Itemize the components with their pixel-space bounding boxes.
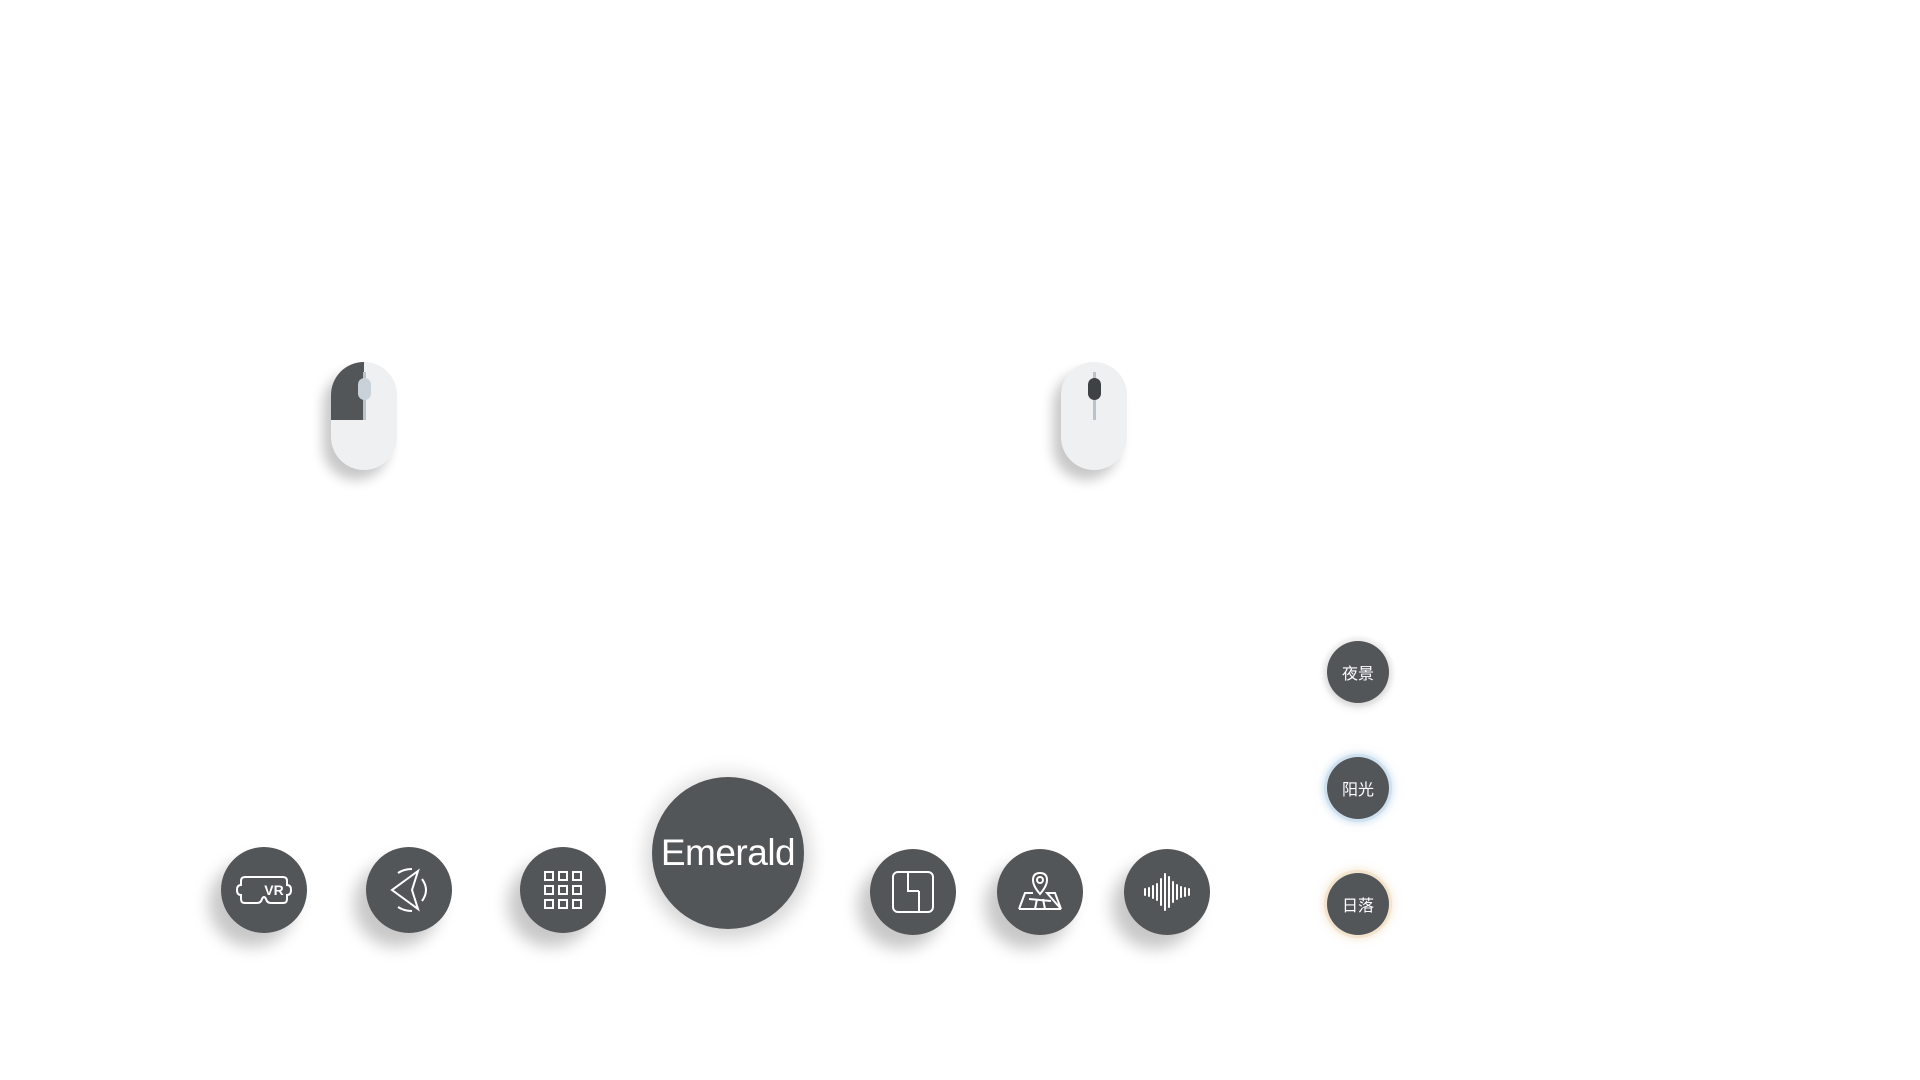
mouse-wheel-highlight bbox=[1088, 378, 1101, 400]
mode-night-button[interactable]: 夜景 bbox=[1327, 641, 1389, 703]
grid-menu-button[interactable] bbox=[520, 847, 606, 933]
sound-wave-icon bbox=[1144, 873, 1190, 911]
vr-button[interactable]: VR bbox=[221, 847, 307, 933]
mode-sunlight-label: 阳光 bbox=[1341, 780, 1374, 799]
mouse-scroll-icon bbox=[1061, 362, 1127, 470]
vr-headset-icon: VR bbox=[235, 876, 293, 904]
mode-sunlight-button[interactable]: 阳光 bbox=[1327, 757, 1389, 819]
navigation-button[interactable] bbox=[366, 847, 452, 933]
navigation-arrow-icon bbox=[390, 868, 427, 912]
floorplan-button[interactable] bbox=[870, 849, 956, 935]
map-button[interactable] bbox=[997, 849, 1083, 935]
mode-night-label: 夜景 bbox=[1341, 664, 1374, 683]
map-location-icon bbox=[1018, 871, 1062, 910]
svg-text:VR: VR bbox=[264, 882, 283, 898]
main-project-button[interactable]: Emerald bbox=[652, 777, 804, 929]
mouse-left-click-icon bbox=[331, 362, 397, 470]
project-name-label: Emerald bbox=[660, 832, 796, 873]
mode-sunset-label: 日落 bbox=[1341, 896, 1374, 915]
floorplan-icon bbox=[892, 871, 934, 913]
audio-button[interactable] bbox=[1124, 849, 1210, 935]
mode-sunset-button[interactable]: 日落 bbox=[1327, 873, 1389, 935]
mouse-wheel bbox=[358, 378, 371, 400]
grid-icon bbox=[544, 871, 582, 909]
